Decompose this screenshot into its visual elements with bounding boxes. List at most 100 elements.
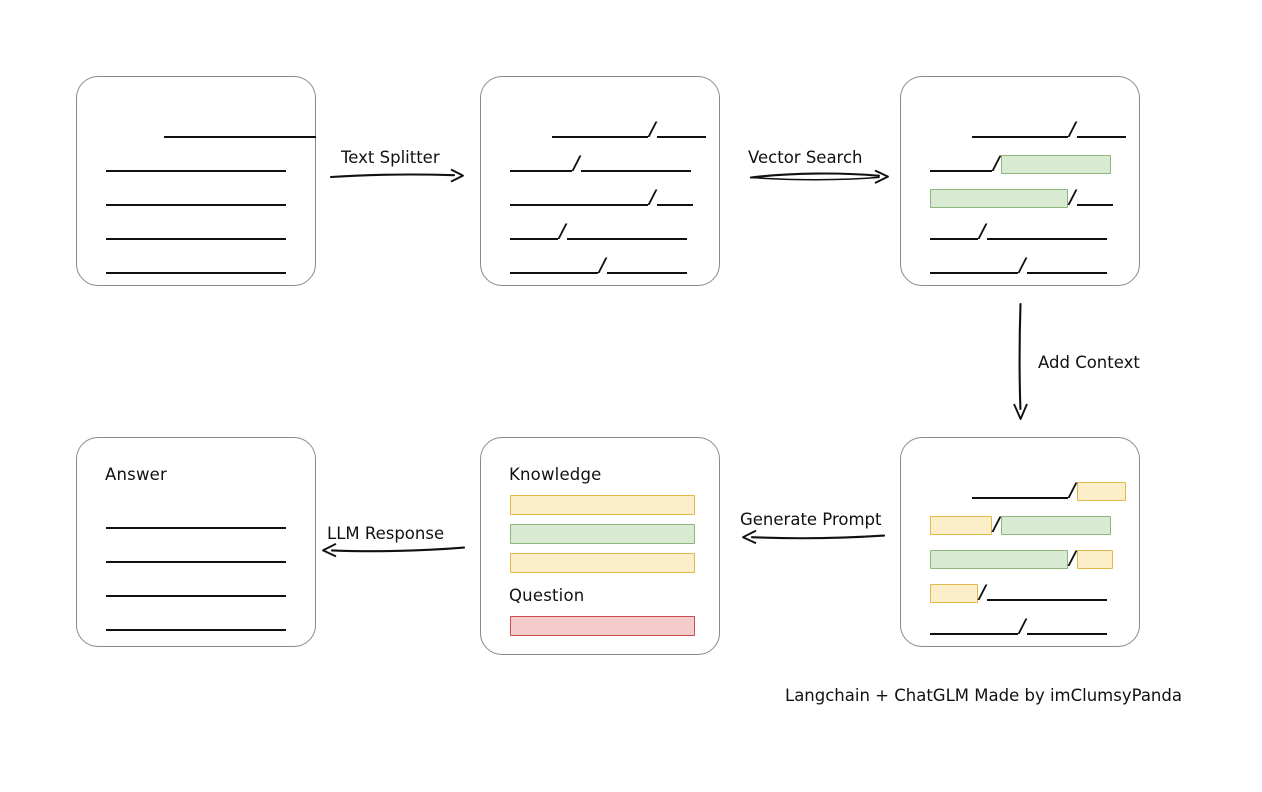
line-indent xyxy=(510,130,552,131)
text-line: / xyxy=(510,153,691,175)
slash-separator: / xyxy=(1069,546,1076,569)
arrow-text-splitter xyxy=(329,168,465,184)
slash-separator: / xyxy=(649,185,656,208)
text-rule xyxy=(106,272,286,274)
line-indent xyxy=(930,491,972,492)
text-rule xyxy=(106,595,286,597)
slash-separator: / xyxy=(993,512,1000,535)
prompt-bar-red xyxy=(510,616,695,636)
question-label: Question xyxy=(509,586,585,605)
highlight-chip-green xyxy=(1000,515,1111,535)
text-line: / xyxy=(930,582,1107,604)
knowledge-label: Knowledge xyxy=(509,465,602,484)
slash-separator: / xyxy=(1069,117,1076,140)
text-line xyxy=(106,221,286,243)
text-line: / xyxy=(930,480,1126,502)
text-rule xyxy=(580,170,691,172)
text-rule xyxy=(106,238,286,240)
highlight-chip-green xyxy=(930,549,1068,569)
text-line: / xyxy=(510,221,687,243)
text-line: / xyxy=(930,514,1111,536)
split-chunks-box: / / / / / xyxy=(480,76,720,286)
text-rule xyxy=(656,204,693,206)
text-rule xyxy=(510,170,572,172)
text-rule xyxy=(566,238,687,240)
text-rule xyxy=(164,136,316,138)
answer-title: Answer xyxy=(105,465,167,484)
text-line xyxy=(106,544,286,566)
text-rule xyxy=(106,629,286,631)
answer-box: Answer xyxy=(76,437,316,647)
prompt-bar-green xyxy=(510,524,695,544)
footer-credit: Langchain + ChatGLM Made by imClumsyPand… xyxy=(785,686,1182,705)
text-rule xyxy=(106,527,286,529)
text-rule xyxy=(930,170,992,172)
slash-separator: / xyxy=(559,219,566,242)
highlight-chip-yellow xyxy=(1076,549,1113,569)
arrow-generate-prompt-label: Generate Prompt xyxy=(740,510,882,529)
generated-prompt-box: Knowledge Question xyxy=(480,437,720,655)
highlight-chip-yellow xyxy=(930,515,992,535)
arrow-vector-search xyxy=(749,168,890,186)
text-rule xyxy=(1076,136,1126,138)
arrow-llm-response-label: LLM Response xyxy=(327,524,445,543)
slash-separator: / xyxy=(979,580,986,603)
text-rule xyxy=(930,633,1018,635)
highlight-chip-yellow xyxy=(930,583,978,603)
text-line: / xyxy=(510,119,706,141)
text-rule xyxy=(1076,204,1113,206)
text-line xyxy=(106,510,286,532)
slash-separator: / xyxy=(599,253,606,276)
arrow-llm-response xyxy=(320,542,466,558)
highlight-chip-green xyxy=(1000,154,1111,174)
line-indent xyxy=(930,130,972,131)
context-added-box: / / / / / xyxy=(900,437,1140,647)
text-rule xyxy=(986,238,1107,240)
text-line xyxy=(106,187,286,209)
slash-separator: / xyxy=(1069,185,1076,208)
line-indent xyxy=(106,130,164,131)
arrow-generate-prompt xyxy=(740,529,886,545)
prompt-bar-yellow xyxy=(510,553,695,573)
highlight-chip-yellow xyxy=(1076,481,1126,501)
text-rule xyxy=(510,238,558,240)
slash-separator: / xyxy=(993,151,1000,174)
text-rule xyxy=(106,561,286,563)
text-rule xyxy=(106,204,286,206)
text-rule xyxy=(986,599,1107,601)
text-line: / xyxy=(930,255,1107,277)
text-rule xyxy=(510,272,598,274)
text-rule xyxy=(1026,272,1107,274)
prompt-bar-yellow xyxy=(510,495,695,515)
text-rule xyxy=(1026,633,1107,635)
text-line xyxy=(106,255,286,277)
text-line: / xyxy=(930,616,1107,638)
slash-separator: / xyxy=(1019,253,1026,276)
text-rule xyxy=(606,272,687,274)
text-line: / xyxy=(930,187,1113,209)
text-line: / xyxy=(930,548,1113,570)
text-line xyxy=(106,578,286,600)
text-line xyxy=(106,119,316,141)
arrow-add-context-label: Add Context xyxy=(1038,353,1140,372)
slash-separator: / xyxy=(1019,614,1026,637)
slash-separator: / xyxy=(573,151,580,174)
text-rule xyxy=(552,136,648,138)
text-rule xyxy=(106,170,286,172)
source-document-box xyxy=(76,76,316,286)
text-rule xyxy=(510,204,648,206)
highlight-chip-green xyxy=(930,188,1068,208)
text-rule xyxy=(656,136,706,138)
text-rule xyxy=(972,136,1068,138)
text-line: / xyxy=(510,187,693,209)
text-rule xyxy=(972,497,1068,499)
slash-separator: / xyxy=(1069,478,1076,501)
text-line: / xyxy=(510,255,687,277)
slash-separator: / xyxy=(649,117,656,140)
arrow-text-splitter-label: Text Splitter xyxy=(341,148,440,167)
text-rule xyxy=(930,272,1018,274)
vector-matches-box: ///// xyxy=(900,76,1140,286)
arrow-add-context xyxy=(1011,302,1031,421)
arrow-vector-search-label: Vector Search xyxy=(748,148,863,167)
text-rule xyxy=(930,238,978,240)
